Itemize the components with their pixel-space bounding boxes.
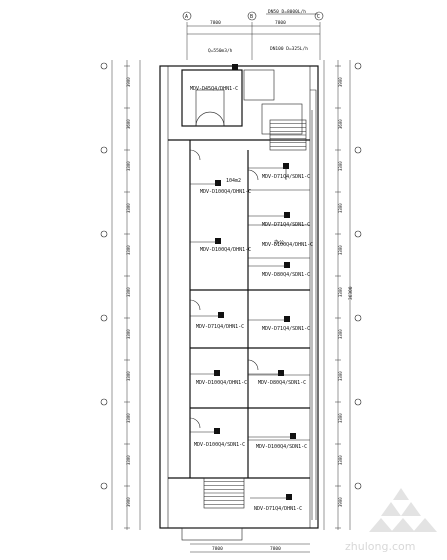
dim-value: 3300 bbox=[126, 287, 131, 297]
dim-bottom-1: 7800 bbox=[212, 546, 223, 552]
dim-value: 3600 bbox=[338, 119, 343, 129]
axis-letter: C bbox=[317, 14, 320, 20]
axis-bubble bbox=[354, 62, 362, 70]
axis-bubble bbox=[354, 230, 362, 238]
unit-label: NDV-D71Q4/DHN1-C bbox=[254, 506, 302, 512]
unit-label: MDV-D71Q4/SDN1-C bbox=[262, 222, 310, 228]
unit-labels: MDV-D45Q4/DHN1-C MDV-D71Q4/SDN1-C MDV-D1… bbox=[190, 86, 313, 512]
dim-value: 3300 bbox=[338, 413, 343, 423]
axis-bubble bbox=[354, 482, 362, 490]
watermark-logo: zhulong.com bbox=[345, 488, 437, 553]
axis-bubbles-top: A B C bbox=[182, 11, 324, 21]
dim-bottom-2: 7800 bbox=[270, 546, 281, 552]
left-dimension-chain: 3900 3600 3300 3300 3300 3300 3300 3300 3300 3300… bbox=[100, 60, 141, 530]
dim-value: 3300 bbox=[126, 413, 131, 423]
dim-top-2: 7800 bbox=[275, 20, 286, 26]
axis-bubble bbox=[100, 398, 108, 406]
flow-note: Q=550m3/h bbox=[208, 48, 233, 54]
dim-value: 3300 bbox=[126, 245, 131, 255]
dim-value: 3300 bbox=[338, 287, 343, 297]
pipe-note: DN50 D=8000L/h bbox=[268, 9, 306, 15]
dim-value: 3300 bbox=[338, 371, 343, 381]
unit-label: MDV-D45Q4/DHN1-C bbox=[190, 86, 238, 92]
dim-value: 3300 bbox=[338, 329, 343, 339]
unit-label: MDV-D80Q4/SDN1-C bbox=[262, 272, 310, 278]
unit-label: MDV-D100Q4/DHN1-C bbox=[196, 380, 247, 386]
dim-value: 3300 bbox=[126, 455, 131, 465]
dim-value: 3300 bbox=[126, 329, 131, 339]
dim-value: 3900 bbox=[126, 497, 131, 507]
indoor-units bbox=[190, 64, 317, 520]
unit-label: MDV-D100Q4/SDN1-C bbox=[194, 442, 245, 448]
room-name: 办公 bbox=[274, 239, 284, 246]
dim-value: 3600 bbox=[126, 119, 131, 129]
dim-value: 3900 bbox=[338, 77, 343, 87]
dim-value: 3300 bbox=[338, 161, 343, 171]
dim-total: 36300 bbox=[348, 286, 354, 300]
dim-value: 3900 bbox=[338, 497, 343, 507]
axis-bubble bbox=[100, 482, 108, 490]
axis-bubble bbox=[100, 314, 108, 322]
unit-label: MDV-D71Q4/SDN1-C bbox=[262, 174, 310, 180]
watermark-text: zhulong.com bbox=[345, 540, 415, 553]
top-dimension: 7800 7800 bbox=[186, 20, 321, 60]
dim-top-1: 7800 bbox=[210, 20, 221, 26]
unit-label: MDV-D100Q4/SDN1-C bbox=[256, 444, 307, 450]
building-walls bbox=[159, 65, 319, 553]
axis-bubble bbox=[354, 398, 362, 406]
unit-label: MDV-D71Q4/DHN1-C bbox=[196, 324, 244, 330]
dim-value: 3300 bbox=[338, 245, 343, 255]
axis-bubble bbox=[354, 314, 362, 322]
right-dimension-chain: 3900 3600 3300 3300 3300 3300 3300 3300 3300 3300… bbox=[323, 60, 362, 530]
dim-value: 3300 bbox=[126, 161, 131, 171]
room-name: 104m2 bbox=[226, 178, 241, 184]
riser-note: DN100 D=325L/h bbox=[270, 46, 308, 52]
axis-bubble bbox=[100, 62, 108, 70]
dim-value: 3300 bbox=[126, 371, 131, 381]
axis-letter: B bbox=[250, 14, 253, 20]
axis-bubble bbox=[100, 230, 108, 238]
axis-letter: A bbox=[185, 14, 188, 20]
dim-value: 3300 bbox=[126, 203, 131, 213]
axis-bubble bbox=[354, 146, 362, 154]
unit-label: MDV-D100Q4/DHN1-C bbox=[262, 242, 313, 248]
unit-label: MDV-D100Q4/DHN1-C bbox=[200, 247, 251, 253]
unit-label: MDV-D71Q4/SDN1-C bbox=[262, 326, 310, 332]
dim-value: 3300 bbox=[338, 455, 343, 465]
unit-label: MDV-D80Q4/SDN1-C bbox=[258, 380, 306, 386]
dim-value: 3300 bbox=[338, 203, 343, 213]
dim-value: 3900 bbox=[126, 77, 131, 87]
unit-label: MDV-D100Q4/DHN1-C bbox=[200, 189, 251, 195]
axis-bubble bbox=[100, 146, 108, 154]
